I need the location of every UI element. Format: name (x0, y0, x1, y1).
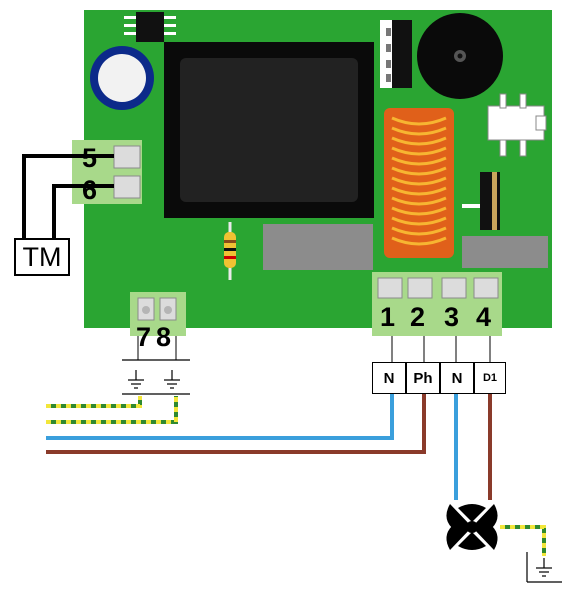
terminal-5-6 (72, 140, 142, 204)
header-connector (380, 20, 412, 88)
fan-earth-wire (500, 525, 546, 556)
output-box-ph: Ph (406, 362, 440, 394)
terminal-4-label: 4 (476, 302, 492, 332)
terminal-2-label: 2 (410, 302, 426, 332)
terminal-7-8 (130, 292, 186, 336)
output-box-n-2: N (440, 362, 474, 394)
tm-wiring (22, 154, 114, 240)
varistor (462, 172, 500, 230)
terminal-1-label: 1 (380, 302, 396, 332)
earth-ground-symbol-fan (526, 552, 562, 583)
terminal-5-label: 5 (82, 143, 98, 173)
fan-symbol (446, 504, 498, 550)
earth-ground-symbol (122, 336, 190, 395)
terminal-3-label: 3 (444, 302, 460, 332)
ic-chip (124, 12, 176, 42)
switch-component (487, 93, 547, 157)
buzzer (417, 13, 503, 99)
earth-wire (46, 396, 178, 424)
relay-block (164, 42, 374, 218)
terminal-leads (391, 336, 491, 362)
mains-wires (46, 394, 492, 500)
terminal-7-label: 7 (136, 322, 152, 352)
heat-strip-right (462, 236, 548, 268)
terminal-8-label: 8 (156, 322, 172, 352)
tm-box: TM (14, 238, 70, 276)
transformer-coil (384, 108, 454, 258)
heat-strip-left (263, 224, 373, 270)
capacitor (90, 46, 154, 110)
terminal-1-4 (372, 272, 502, 336)
terminal-6-label: 6 (82, 175, 98, 205)
resistor (224, 222, 236, 280)
output-box-d1: D1 (474, 362, 506, 394)
output-box-n: N (372, 362, 406, 394)
